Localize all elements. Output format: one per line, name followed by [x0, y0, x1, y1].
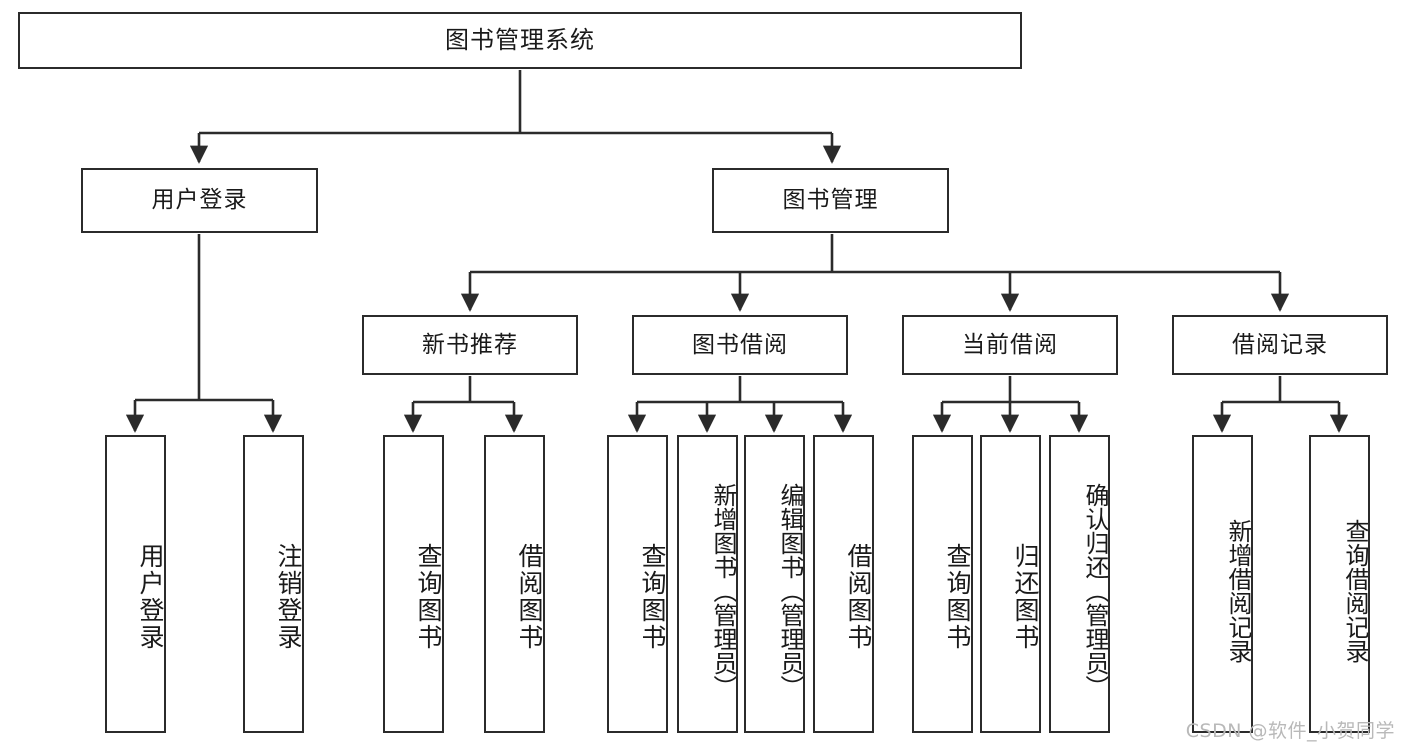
- leaf-query-book-recommend[interactable]: 查询图书: [383, 435, 444, 733]
- node-user-login[interactable]: 用户登录: [81, 168, 318, 233]
- leaf-query-borrow-record[interactable]: 查询借阅记录: [1309, 435, 1370, 733]
- leaf-logout-login[interactable]: 注销登录: [243, 435, 304, 733]
- leaf-user-login[interactable]: 用户登录: [105, 435, 166, 733]
- node-book-borrow[interactable]: 图书借阅: [632, 315, 848, 375]
- leaf-confirm-return-admin[interactable]: 确认归还（管理员）: [1049, 435, 1110, 733]
- leaf-query-book-borrow[interactable]: 查询图书: [607, 435, 668, 733]
- leaf-borrow-book-recommend[interactable]: 借阅图书: [484, 435, 545, 733]
- node-borrow-record[interactable]: 借阅记录: [1172, 315, 1388, 375]
- leaf-edit-book-admin[interactable]: 编辑图书（管理员）: [744, 435, 805, 733]
- node-new-book-recommend[interactable]: 新书推荐: [362, 315, 578, 375]
- node-current-borrow[interactable]: 当前借阅: [902, 315, 1118, 375]
- leaf-add-borrow-record[interactable]: 新增借阅记录: [1192, 435, 1253, 733]
- leaf-add-book-admin[interactable]: 新增图书（管理员）: [677, 435, 738, 733]
- node-book-management-system[interactable]: 图书管理系统: [18, 12, 1022, 69]
- leaf-return-book[interactable]: 归还图书: [980, 435, 1041, 733]
- leaf-borrow-book-borrow[interactable]: 借阅图书: [813, 435, 874, 733]
- node-book-management[interactable]: 图书管理: [712, 168, 949, 233]
- csdn-watermark: CSDN @软件_小贺同学: [1185, 720, 1395, 742]
- leaf-query-book-current[interactable]: 查询图书: [912, 435, 973, 733]
